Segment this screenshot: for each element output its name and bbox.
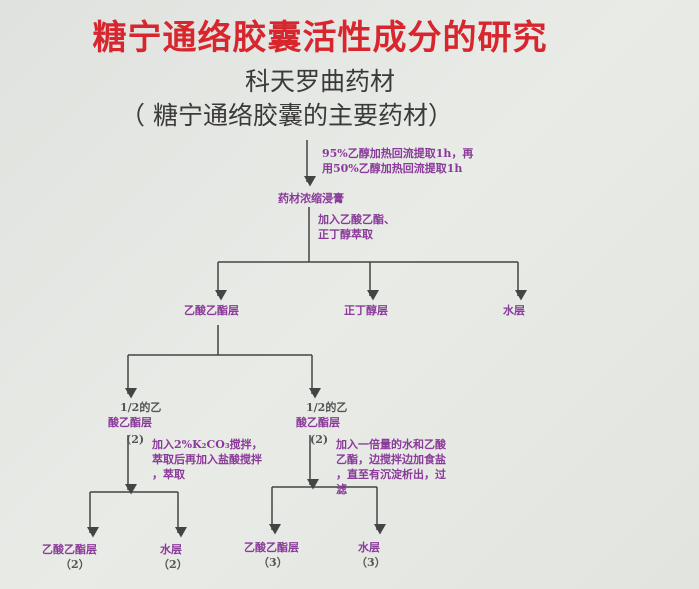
partition-note-1: 加入乙酸乙酯、 [318, 213, 395, 226]
node-water-layer: 水层 [503, 304, 525, 317]
partition-note-2: 正丁醇萃取 [318, 228, 373, 241]
extract-note-2: 用50%乙醇加热回流提取1h [322, 162, 463, 175]
bottom-node-water-2-num: （2） [158, 558, 188, 571]
bottom-node-water-2: 水层 [160, 543, 182, 556]
left-note-3: ，萃取 [152, 468, 185, 481]
right-note-3: ，直至有沉淀析出，过 [336, 468, 446, 481]
half-right-1: 1/2的乙 [306, 401, 348, 414]
right-note-4: 滤 [336, 483, 347, 496]
right-note-2: 乙酯，边搅拌边加食盐 [336, 453, 446, 466]
half-right-2: 酸乙酯层 [296, 416, 340, 429]
left-step-number: (2) [126, 433, 145, 446]
bottom-node-water-3: 水层 [358, 541, 380, 554]
node-butanol-layer: 正丁醇层 [344, 304, 388, 317]
left-note-2: 萃取后再加入盐酸搅拌 [152, 453, 262, 466]
node-ethyl-acetate-layer: 乙酸乙酯层 [184, 304, 239, 317]
subtitle: 科天罗曲药材 [244, 67, 395, 96]
right-note-1: 加入一倍量的水和乙酸 [336, 438, 446, 451]
concentrate-node: 药材浓缩浸膏 [278, 192, 344, 205]
half-left-1: 1/2的乙 [120, 401, 162, 414]
bottom-node-ea-2: 乙酸乙酯层 [42, 543, 97, 556]
connector-lines [87, 140, 527, 538]
right-step-number: (2) [310, 433, 329, 446]
bottom-node-water-3-num: （3） [356, 556, 386, 569]
half-left-2: 酸乙酯层 [108, 416, 152, 429]
slide-title: 糖宁通络胶囊活性成分的研究 [92, 18, 548, 58]
left-note-1: 加入2%K₂CO₃搅拌， [152, 438, 263, 451]
extract-note-1: 95%乙醇加热回流提取1h，再 [322, 147, 474, 160]
subtitle-note: （ 糖宁通络胶囊的主要药材） [120, 101, 453, 130]
bottom-node-ea-3-num: （3） [258, 556, 288, 569]
bottom-node-ea-2-num: （2） [60, 558, 90, 571]
bottom-node-ea-3: 乙酸乙酯层 [244, 541, 299, 554]
